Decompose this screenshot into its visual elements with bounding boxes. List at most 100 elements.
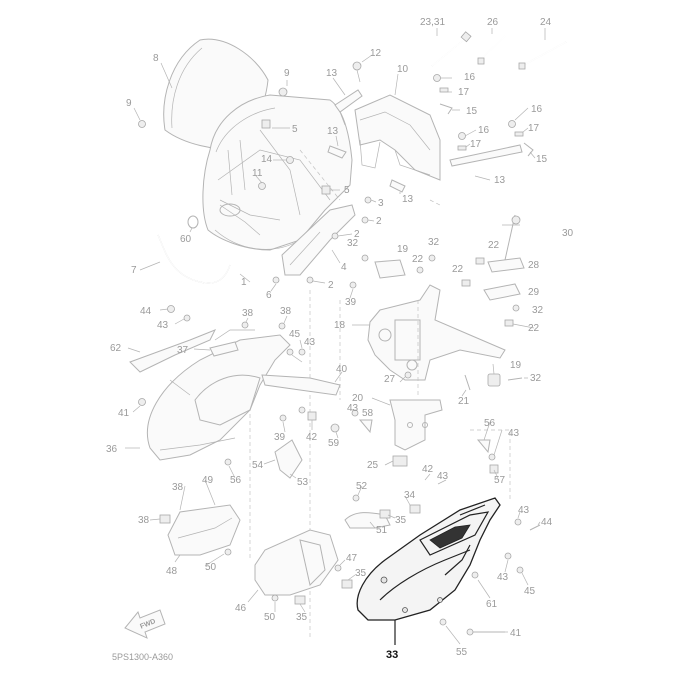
bracket-19-a[interactable] xyxy=(374,259,406,279)
clip-57[interactable] xyxy=(489,464,499,474)
callout-60: 60 xyxy=(180,234,192,245)
bolt-45-a[interactable] xyxy=(286,348,294,356)
damper-19-b[interactable] xyxy=(487,373,501,387)
side-cover-10[interactable] xyxy=(354,94,441,181)
bolt-41-b[interactable] xyxy=(466,628,505,636)
bolt-32-d[interactable] xyxy=(507,377,523,381)
bolt-12[interactable] xyxy=(352,61,362,83)
bolt-52[interactable] xyxy=(352,494,360,502)
bolt-50-a[interactable] xyxy=(224,548,232,556)
callout-38-lower: 38 xyxy=(138,515,150,526)
bolt-2-c[interactable] xyxy=(306,276,314,284)
inner-cover-46[interactable] xyxy=(254,529,339,596)
bolt-47[interactable] xyxy=(334,564,342,572)
bolt-11[interactable] xyxy=(258,182,266,190)
bolt-41-a[interactable] xyxy=(138,398,146,406)
callout-19-right: 19 xyxy=(510,360,522,371)
bolt-32-b[interactable] xyxy=(361,254,369,262)
bolt-43-a[interactable] xyxy=(183,314,191,322)
bracket-28[interactable] xyxy=(487,257,525,273)
bolt-43-b[interactable] xyxy=(298,348,306,356)
bracket-51[interactable] xyxy=(344,512,391,529)
bolt-43-e[interactable] xyxy=(488,453,496,461)
bolt-27[interactable] xyxy=(404,371,412,379)
bracket-37[interactable] xyxy=(209,341,239,357)
bolt-3[interactable] xyxy=(364,196,372,204)
bracket-29[interactable] xyxy=(483,283,521,301)
bracket-13-d[interactable] xyxy=(389,179,406,193)
bolt-32-a[interactable] xyxy=(512,304,520,312)
bolt-55[interactable] xyxy=(439,618,447,626)
bolt-23-31[interactable] xyxy=(431,31,472,67)
screw-16-c[interactable] xyxy=(458,132,466,140)
screw-9-upper[interactable] xyxy=(278,80,288,97)
screw-16-b[interactable] xyxy=(508,120,516,128)
clip-58[interactable] xyxy=(358,419,373,434)
clip-35-a[interactable] xyxy=(379,509,391,519)
bolt-44-a[interactable] xyxy=(167,305,175,313)
bracket-40[interactable] xyxy=(261,374,341,396)
stay-13-right[interactable] xyxy=(449,144,523,181)
bracket-13-upper[interactable] xyxy=(334,89,363,126)
bracket-13-c[interactable] xyxy=(327,145,347,159)
grommet-42-a[interactable] xyxy=(307,411,317,421)
screw-9-left[interactable] xyxy=(133,107,146,128)
bracket-20[interactable] xyxy=(389,399,443,451)
bolt-32-c[interactable] xyxy=(428,254,436,262)
screw-17-b[interactable] xyxy=(514,131,524,137)
under-panel-48[interactable] xyxy=(167,504,241,556)
callout-52: 52 xyxy=(356,481,368,492)
bolt-2-a[interactable] xyxy=(361,216,369,224)
bolt-21[interactable] xyxy=(464,374,471,391)
bolt-2-b[interactable] xyxy=(331,232,339,240)
bolt-45-b[interactable] xyxy=(516,566,524,574)
fastener-15-a[interactable] xyxy=(439,103,453,115)
clip-35-b[interactable] xyxy=(294,595,306,605)
panel-62[interactable] xyxy=(129,329,217,373)
bolt-44-b[interactable] xyxy=(529,524,541,531)
clip-38-c[interactable] xyxy=(159,514,171,524)
side-cover-33-highlighted[interactable] xyxy=(356,497,501,645)
grommet-5-b[interactable] xyxy=(321,185,331,195)
clip-35-c[interactable] xyxy=(341,579,353,589)
clip-59[interactable] xyxy=(330,423,340,433)
clip-25[interactable] xyxy=(392,455,408,467)
bolt-6[interactable] xyxy=(272,276,280,284)
bolt-43-f[interactable] xyxy=(514,518,522,526)
side-cowling-36[interactable] xyxy=(146,329,291,461)
stay-bolt-30[interactable] xyxy=(502,214,521,261)
emblem-60[interactable] xyxy=(187,215,199,229)
bolt-39-a[interactable] xyxy=(349,281,357,289)
clip-34[interactable] xyxy=(409,504,421,514)
bolt-43-d[interactable] xyxy=(298,406,306,414)
screw-17-a[interactable] xyxy=(439,87,449,93)
grommet-22-a[interactable] xyxy=(475,257,485,265)
bolt-24[interactable] xyxy=(518,41,567,70)
callout-56: 56 xyxy=(484,418,496,429)
grommet-22-c[interactable] xyxy=(504,319,514,327)
front-stay-18[interactable] xyxy=(367,284,506,381)
grommet-22-b[interactable] xyxy=(461,279,471,287)
bolt-50-b[interactable] xyxy=(271,594,279,602)
callout-22-mid: 22 xyxy=(452,264,464,275)
bolt-38-b[interactable] xyxy=(278,322,286,330)
grommet-5-a[interactable] xyxy=(261,119,271,129)
rod-7[interactable] xyxy=(157,234,231,284)
bolt-43-c[interactable] xyxy=(351,409,359,417)
bolt-39-b[interactable] xyxy=(279,414,287,422)
bolt-43-g[interactable] xyxy=(504,552,512,560)
bolt-56-a[interactable] xyxy=(224,458,232,466)
clip-56-b[interactable] xyxy=(476,439,491,454)
screw-16-a[interactable] xyxy=(433,74,441,82)
bolt-61[interactable] xyxy=(471,571,479,579)
inner-panel-4[interactable] xyxy=(281,204,356,276)
nut-14[interactable] xyxy=(286,156,294,164)
bolt-26[interactable] xyxy=(477,35,514,65)
bolt-38-a[interactable] xyxy=(241,321,249,329)
screw-17-c[interactable] xyxy=(457,145,467,151)
callout-49: 49 xyxy=(202,475,214,486)
bracket-54-53[interactable] xyxy=(274,439,303,479)
front-cowling[interactable] xyxy=(202,94,353,251)
fastener-15-b[interactable] xyxy=(523,142,534,157)
bolt-22-d[interactable] xyxy=(416,266,424,274)
